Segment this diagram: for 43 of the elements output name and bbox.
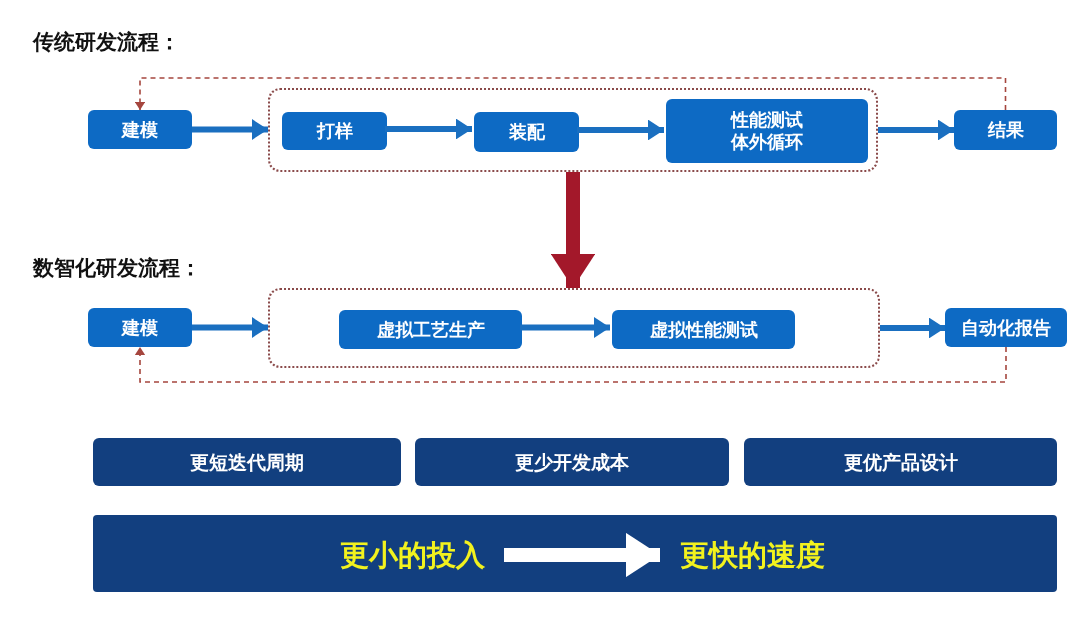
arrow [550,172,596,288]
box-label: 打样 [316,120,353,142]
feedback-arrow [134,346,1007,383]
slogan-text: 更快的速度 [679,537,825,573]
arrow [385,118,472,140]
benefit-banner [744,438,1057,486]
process-box [612,310,795,349]
arrow [504,532,660,578]
box-label: 建模 [122,118,158,141]
feedback-arrow [134,77,1007,111]
box-label: 虚拟性能测试 [649,318,758,341]
arrow [192,119,268,140]
box-label: 更短迭代周期 [190,450,304,474]
box-label: 自动化报告 [961,316,1051,339]
arrow [880,317,945,339]
arrow [577,119,664,141]
arrow [520,317,610,338]
box-label: 性能测试 [731,109,803,131]
benefit-banner [93,438,401,486]
box-label: 建模 [122,316,158,339]
group-frame [268,288,880,368]
section-heading: 数智化研发流程： [33,255,201,282]
process-box [339,310,522,349]
process-box [88,110,192,149]
process-box [88,308,192,347]
process-box [666,99,868,163]
section-heading: 传统研发流程： [33,29,180,56]
box-label: 结果 [987,119,1024,141]
box-label: 装配 [508,121,545,143]
process-box [474,112,579,152]
box-label: 虚拟工艺生产 [376,318,485,341]
box-label: 更少开发成本 [515,450,629,474]
group-frame [268,88,878,172]
summary-banner [93,515,1057,592]
arrow [878,119,954,141]
process-box [282,112,387,150]
slogan-text: 更小的投入 [339,537,485,573]
arrow [192,317,268,338]
box-label: 体外循环 [731,131,803,153]
process-box [954,110,1057,150]
process-box [945,308,1067,347]
benefit-banner [415,438,729,486]
box-label: 更优产品设计 [843,450,958,474]
